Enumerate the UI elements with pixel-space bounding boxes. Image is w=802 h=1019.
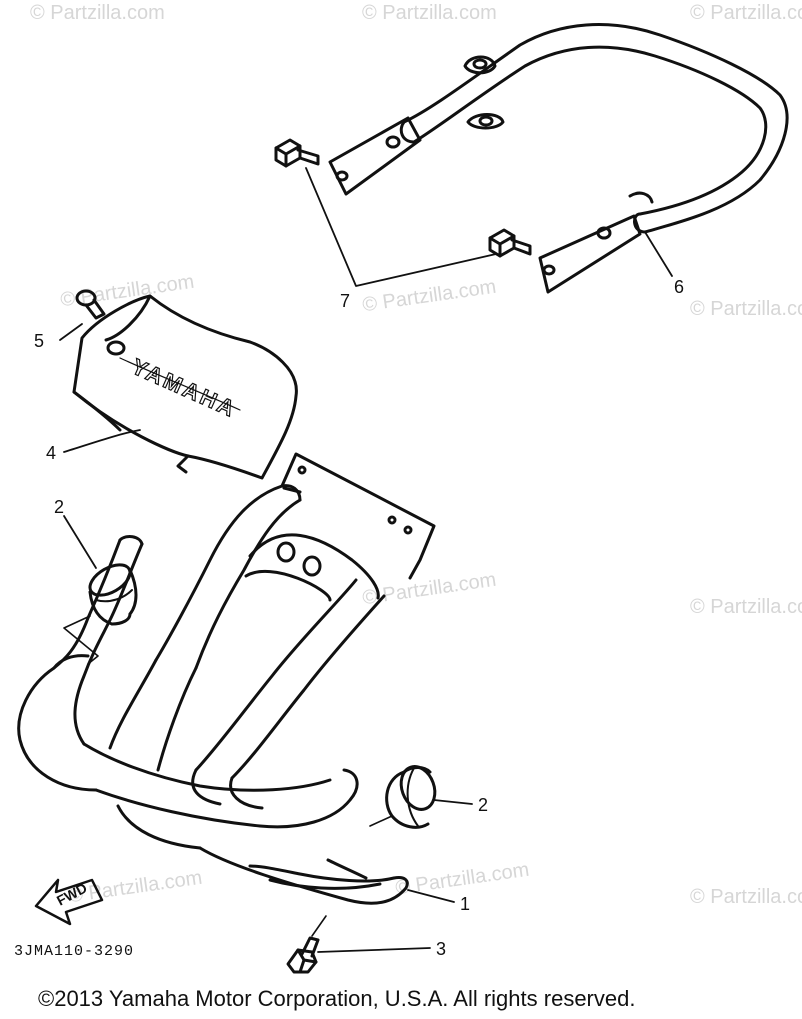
callout-1: 1: [460, 894, 471, 914]
bolt-part-3: [286, 915, 431, 974]
watermark: © Partzilla.com: [690, 2, 802, 24]
bolts-part-7: [274, 138, 532, 287]
cover-part-4: [63, 294, 298, 480]
damper-part-2-right: [369, 765, 473, 829]
callout-5: 5: [34, 331, 45, 351]
grab-bar-part-6: [328, 23, 789, 294]
diagram-code: 3JMA110-3290: [14, 943, 135, 960]
callout-6: 6: [674, 277, 685, 297]
callout-2: 2: [478, 795, 489, 815]
watermark: © Partzilla.com: [362, 2, 497, 24]
guard-frame-part-1: [17, 452, 455, 905]
watermark: © Partzilla.com: [690, 596, 802, 618]
damper-part-2-left: [63, 515, 138, 665]
callout-2: 2: [54, 497, 65, 517]
callout-4: 4: [46, 443, 57, 463]
watermark: © Partzilla.com: [690, 886, 802, 908]
cover-emblem-text: YAMAHA: [128, 354, 241, 423]
callout-3: 3: [436, 939, 447, 959]
callout-7: 7: [340, 291, 351, 311]
copyright-text: ©2013 Yamaha Motor Corporation, U.S.A. A…: [38, 986, 636, 1011]
watermark: © Partzilla.com: [30, 2, 165, 24]
watermark: © Partzilla.com: [690, 298, 802, 320]
fwd-label: FWD: [54, 880, 90, 909]
screw-part-5: [59, 289, 106, 341]
fwd-arrow-icon: [34, 878, 104, 926]
